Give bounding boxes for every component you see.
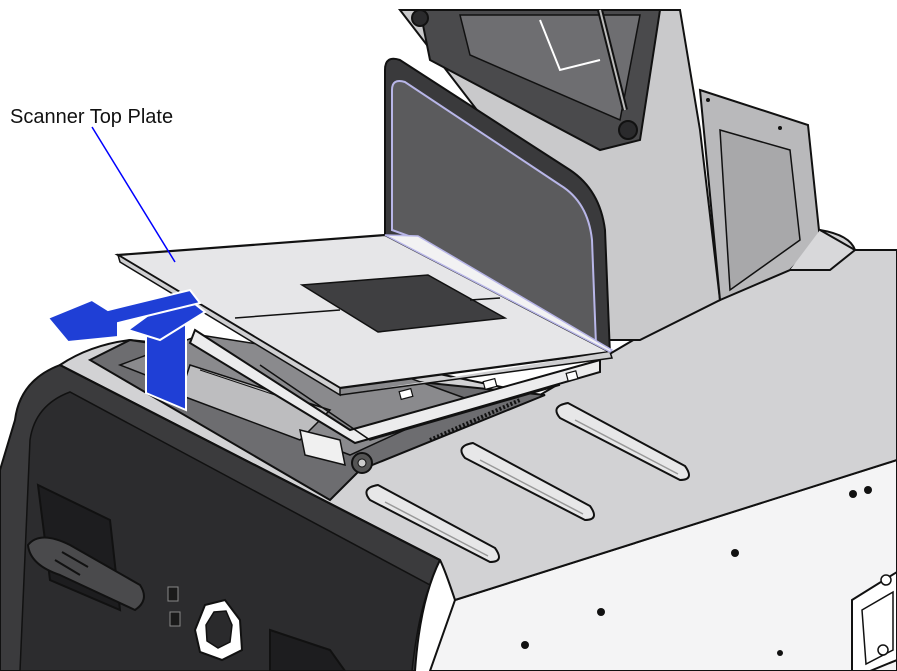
right-housing	[428, 458, 897, 671]
screw-icon	[880, 574, 892, 586]
rivet-icon	[521, 641, 529, 649]
callout-label: Scanner Top Plate	[10, 106, 173, 128]
ribs	[365, 401, 690, 564]
rivet-icon	[864, 486, 872, 494]
screw-icon	[877, 644, 889, 656]
rivet-icon	[706, 98, 710, 102]
scanner-top-plate	[114, 233, 614, 445]
slide-left-arrow	[46, 288, 202, 344]
callout-leader-line	[91, 126, 176, 263]
rivet-icon	[849, 490, 857, 498]
scanner-tower	[384, 9, 857, 362]
indicator-button[interactable]	[169, 611, 181, 627]
rivet-icon	[731, 549, 739, 557]
indicator-button[interactable]	[167, 586, 179, 602]
rivet-icon	[597, 608, 605, 616]
rivet-icon	[777, 650, 783, 656]
front-panel	[0, 363, 442, 671]
rivet-icon	[778, 126, 782, 130]
callout: Scanner Top Plate	[10, 106, 176, 263]
scan-glass	[299, 274, 508, 333]
